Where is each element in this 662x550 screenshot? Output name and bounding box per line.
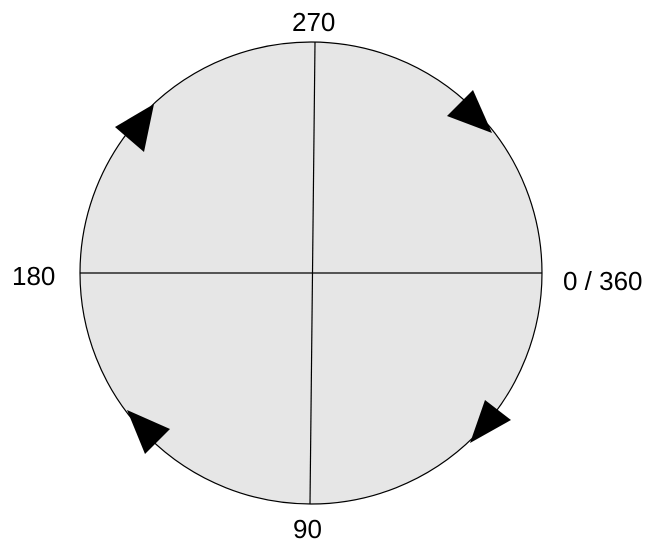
direction-arrow-top-right (447, 90, 492, 133)
angle-label-270: 270 (292, 7, 336, 37)
angle-label-0-360: 0 / 360 (563, 266, 643, 296)
direction-arrow-bottom-left (127, 410, 170, 454)
direction-arrow-top-left (115, 104, 154, 152)
direction-arrow-bottom-right (470, 400, 511, 443)
angle-label-90: 90 (293, 514, 322, 544)
angle-label-180: 180 (12, 261, 56, 291)
